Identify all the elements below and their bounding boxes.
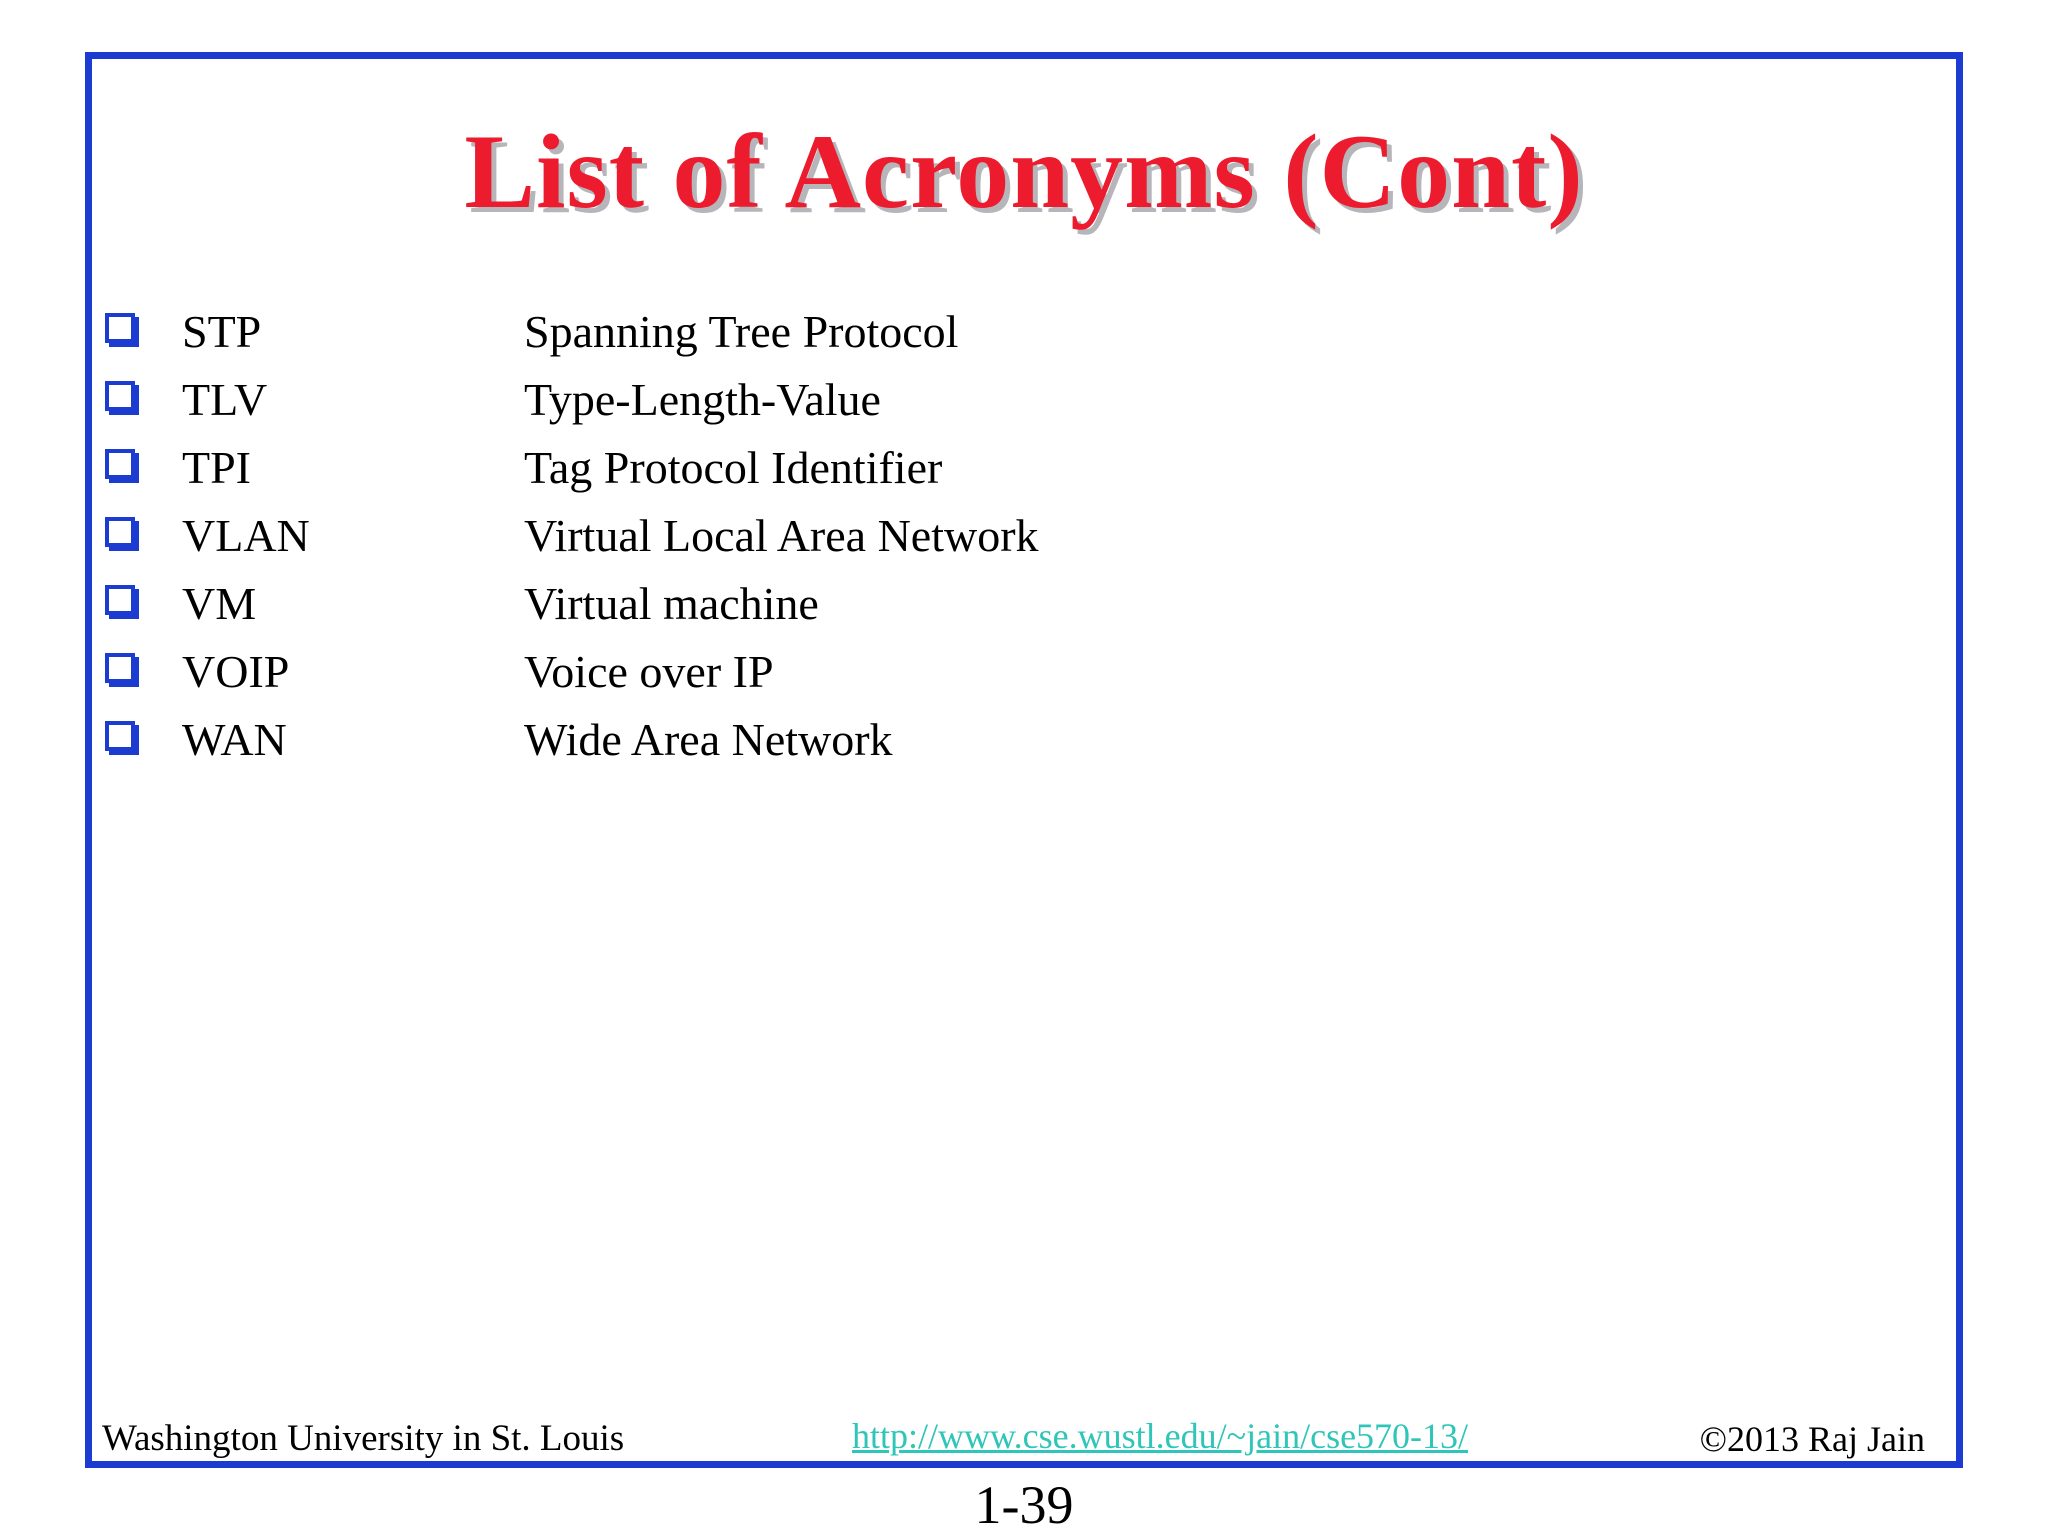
acronym-list: STP Spanning Tree Protocol TLV Type-Leng…: [92, 297, 1956, 773]
acronym-term: STP: [182, 305, 262, 357]
footer-copyright: ©2013 Raj Jain: [1699, 1419, 1925, 1459]
shadowed-square-bullet-icon: [105, 381, 135, 411]
list-item: VM Virtual machine: [92, 569, 1956, 637]
acronym-term: VOIP: [182, 645, 290, 697]
acronym-definition: Virtual Local Area Network: [524, 509, 1039, 561]
acronym-term: VLAN: [182, 509, 310, 561]
acronym-term: TPI: [182, 441, 251, 493]
acronym-definition: Tag Protocol Identifier: [524, 441, 943, 493]
list-item: VOIP Voice over IP: [92, 637, 1956, 705]
acronym-definition: Voice over IP: [524, 645, 774, 697]
shadowed-square-bullet-icon: [105, 449, 135, 479]
footer-organization: Washington University in St. Louis: [102, 1418, 625, 1459]
slide-title: List of Acronyms (Cont): [464, 113, 1584, 230]
list-item: TLV Type-Length-Value: [92, 365, 1956, 433]
acronym-definition: Type-Length-Value: [524, 373, 881, 425]
acronym-term: VM: [182, 577, 257, 629]
page-number: 1-39: [974, 1475, 1074, 1535]
acronym-term: WAN: [182, 713, 287, 765]
shadowed-square-bullet-icon: [105, 721, 135, 751]
shadowed-square-bullet-icon: [105, 585, 135, 615]
acronym-definition: Wide Area Network: [524, 713, 893, 765]
list-item: STP Spanning Tree Protocol: [92, 297, 1956, 365]
acronym-definition: Spanning Tree Protocol: [524, 305, 959, 357]
acronym-definition: Virtual machine: [524, 577, 819, 629]
shadowed-square-bullet-icon: [105, 313, 135, 343]
shadowed-square-bullet-icon: [105, 517, 135, 547]
list-item: VLAN Virtual Local Area Network: [92, 501, 1956, 569]
course-url-link[interactable]: http://www.cse.wustl.edu/~jain/cse570-13…: [852, 1416, 1469, 1456]
acronym-term: TLV: [182, 373, 268, 425]
list-item: TPI Tag Protocol Identifier: [92, 433, 1956, 501]
list-item: WAN Wide Area Network: [92, 705, 1956, 773]
slide-frame: List of Acronyms (Cont) STP Spanning Tre…: [85, 52, 1963, 1468]
shadowed-square-bullet-icon: [105, 653, 135, 683]
